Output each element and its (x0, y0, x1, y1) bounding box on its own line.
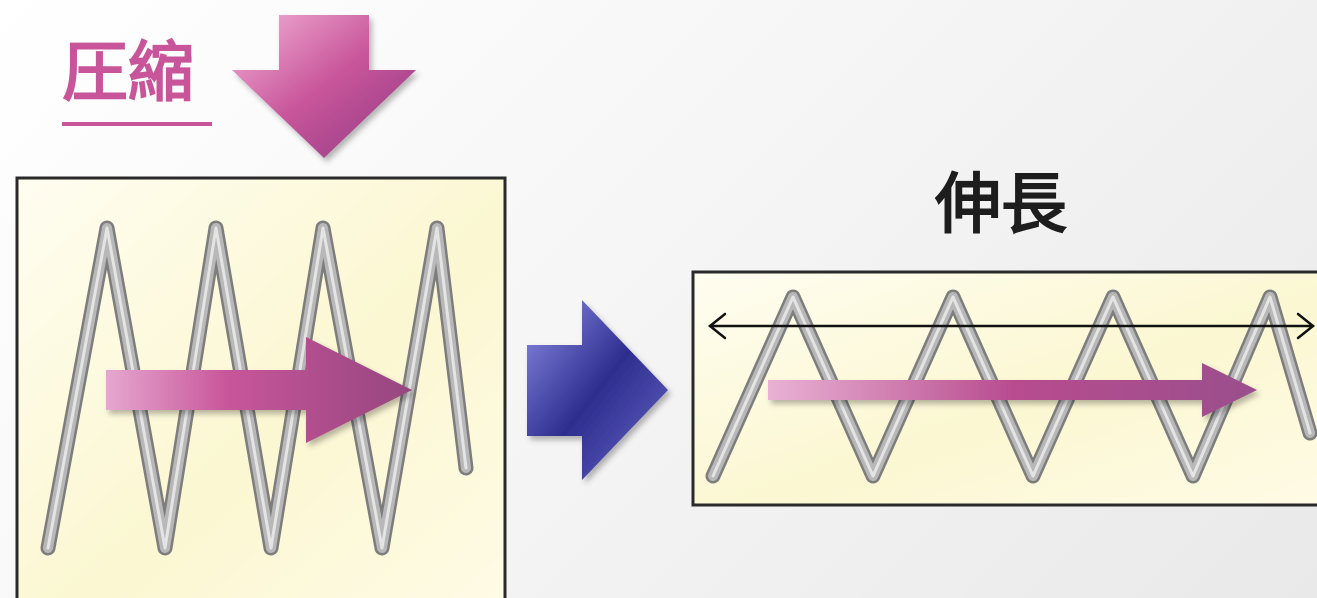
double-headed-arrow-icon (707, 312, 1316, 340)
down-arrow-icon (232, 15, 416, 158)
right-arrow-icon (106, 337, 412, 443)
extended-spring (705, 289, 1317, 484)
compress-label: 圧縮 (62, 34, 194, 111)
compressed-spring (40, 220, 474, 556)
extend-label: 伸長 (935, 166, 1067, 243)
compress-underline (62, 122, 212, 126)
right-arrow-icon (527, 300, 668, 480)
right-arrow-icon (768, 363, 1257, 417)
